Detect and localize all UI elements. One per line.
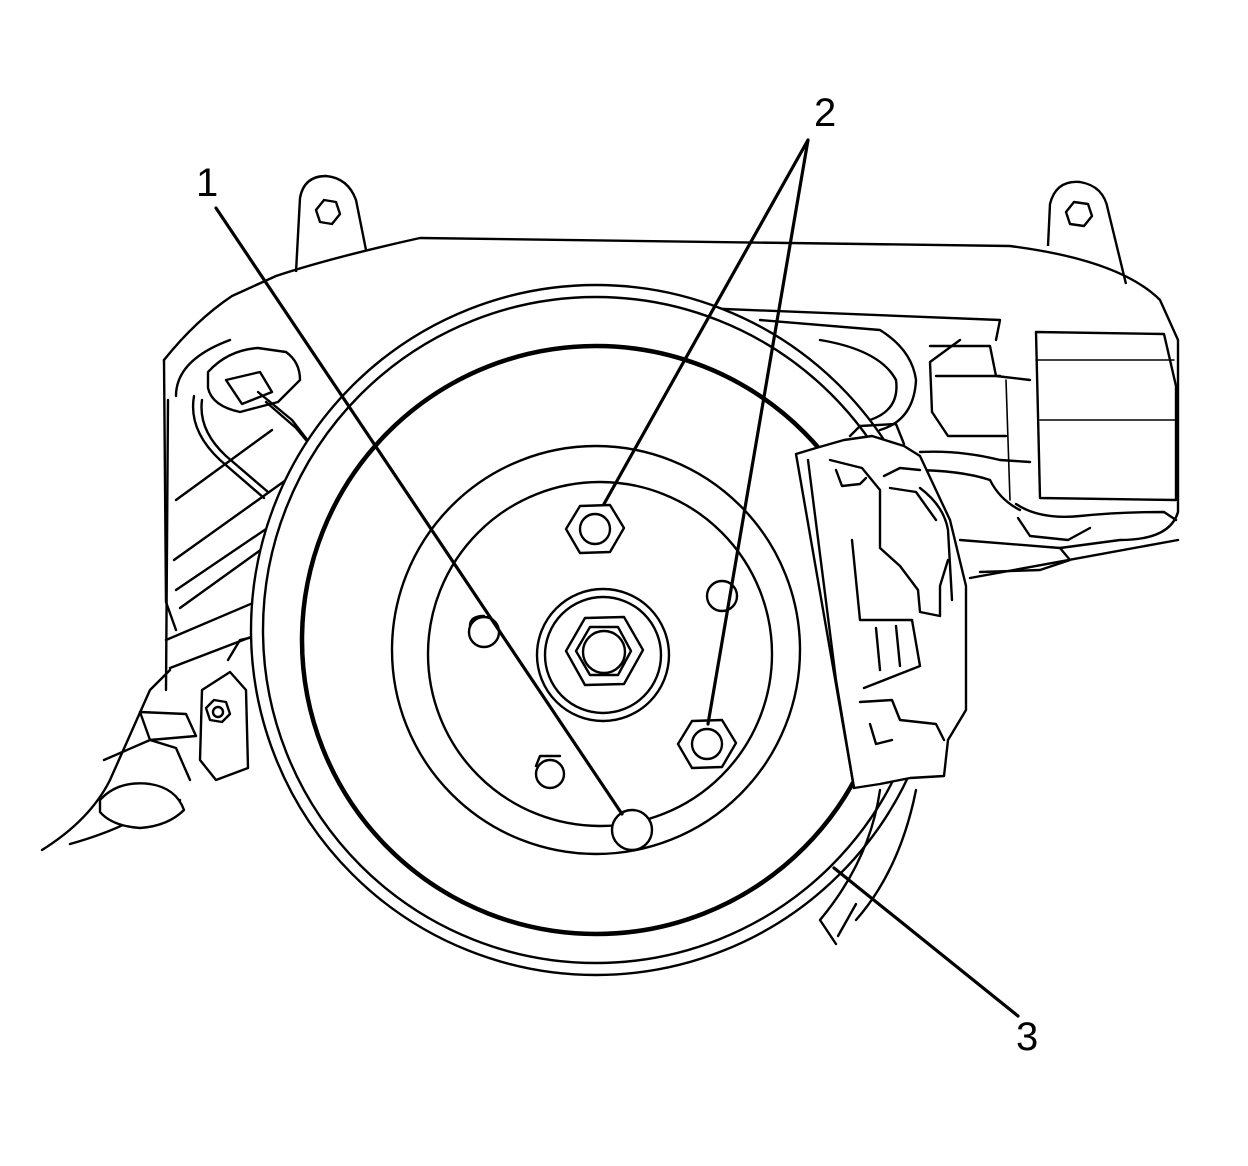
callout-3-label: 3 xyxy=(1016,1015,1038,1059)
rotor-locating-hole xyxy=(610,808,654,852)
wheel-hub xyxy=(535,587,671,723)
leader-1 xyxy=(214,206,624,816)
rotor-retaining-nut-upper xyxy=(564,503,626,555)
axle-housing xyxy=(40,174,1180,852)
leader-2b xyxy=(706,138,810,726)
callout-1-label: 1 xyxy=(196,161,218,205)
callout-2-label: 2 xyxy=(814,91,836,135)
leader-3 xyxy=(832,866,1020,1018)
leader-2a xyxy=(602,138,810,506)
callout-leaders xyxy=(214,138,1020,1018)
rotor-retaining-nut-lower xyxy=(676,718,738,770)
brake-caliper xyxy=(794,422,968,790)
